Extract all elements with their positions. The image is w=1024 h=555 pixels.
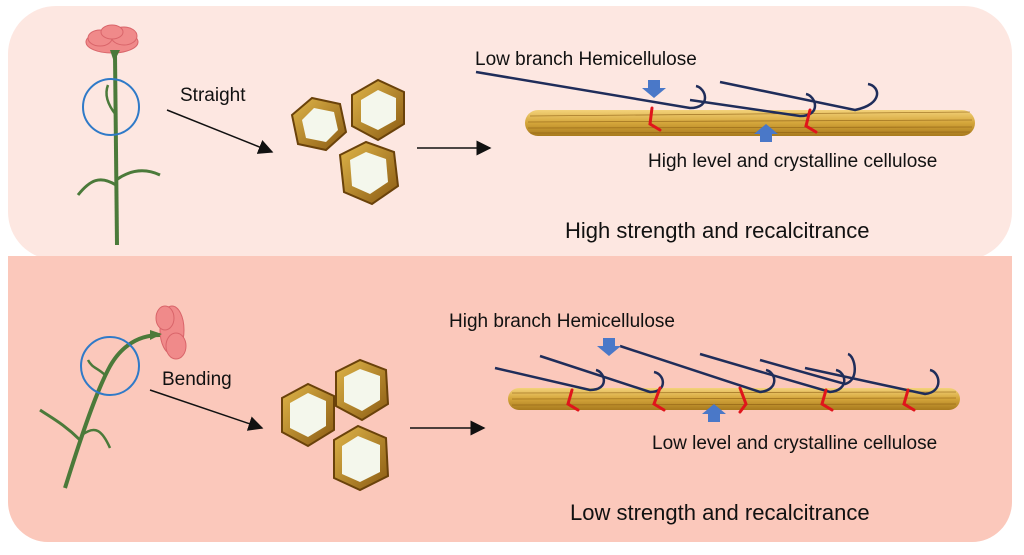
highlight-circle-bottom [80,336,140,396]
low-level-cellulose-label: Low level and crystalline cellulose [652,433,938,454]
hemicellulose-chains-top [475,70,879,118]
low-branch-hemicellulose-label: Low branch Hemicellulose [475,49,697,70]
panel-divider-fill [8,256,1012,296]
linkage-marks-bottom [566,386,916,414]
bending-label: Bending [162,369,232,390]
cell-cross-section-icon-top [290,78,405,206]
linkage-marks-top [648,106,818,134]
highlight-circle-top [82,78,140,136]
down-arrow-icon-top [642,80,666,98]
straight-carnation-icon [76,24,161,246]
up-arrow-icon-top [754,124,778,142]
bending-carnation-icon [39,305,187,489]
cellulose-microfibril-icon-bottom [508,388,960,410]
straight-label: Straight [180,85,246,106]
high-strength-outcome-label: High strength and recalcitrance [565,218,870,243]
cell-cross-section-icon-bottom [281,358,390,492]
high-level-cellulose-label: High level and crystalline cellulose [648,151,938,172]
arrow-plant-to-cells-top [166,109,274,154]
up-arrow-icon-bottom [702,404,726,422]
arrow-plant-to-cells-bottom [149,389,264,431]
down-arrow-icon-bottom [597,338,621,356]
low-strength-outcome-label: Low strength and recalcitrance [570,500,870,525]
hemicellulose-chains-bottom [494,344,940,396]
high-branch-hemicellulose-label: High branch Hemicellulose [449,311,675,332]
top-panel-background [8,6,1012,260]
cellulose-microfibril-icon-top [525,110,975,136]
